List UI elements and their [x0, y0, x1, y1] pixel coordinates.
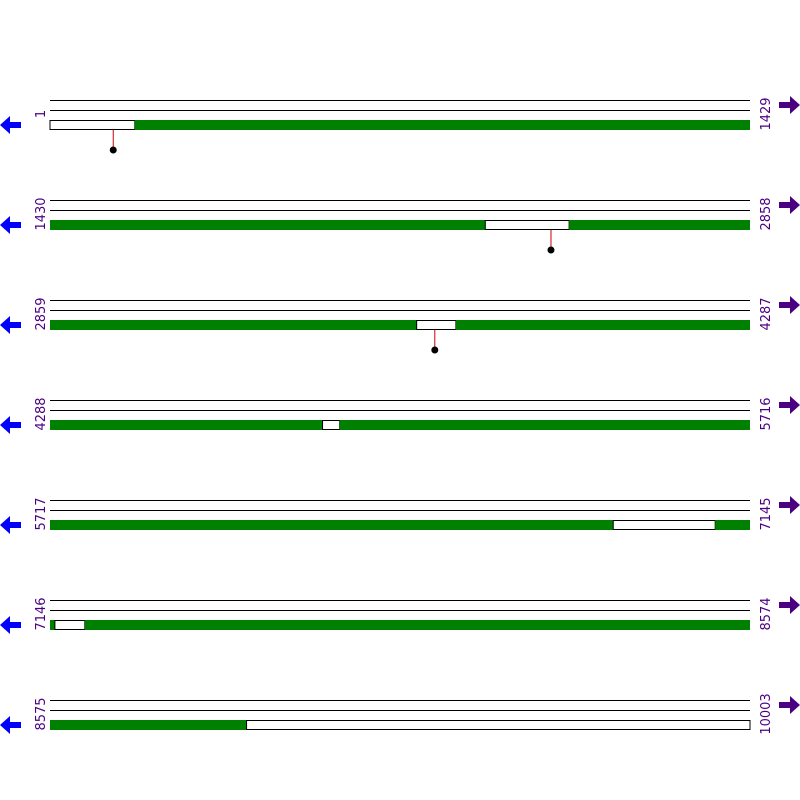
sequence-row: 4288 5716 [0, 396, 800, 434]
gap-segment [416, 320, 457, 330]
sequence-row: 2859 4287 [0, 296, 800, 354]
right-arrow-icon[interactable] [779, 296, 800, 314]
row-start-label: 8575 [34, 697, 49, 730]
feature-segment [50, 420, 323, 430]
left-arrow-icon[interactable] [0, 316, 21, 334]
row-start-label: 2859 [34, 297, 49, 330]
right-arrow-icon[interactable] [779, 396, 800, 414]
gap-segment [246, 720, 751, 730]
row-start-label: 1 [34, 110, 49, 118]
feature-segment [569, 220, 750, 230]
row-end-label: 5716 [759, 397, 774, 430]
left-arrow-icon[interactable] [0, 716, 21, 734]
row-start-label: 1430 [34, 197, 49, 230]
feature-segment [50, 320, 417, 330]
sequence-row: 7146 8574 [0, 596, 800, 634]
row-start-label: 4288 [34, 397, 49, 430]
left-arrow-icon[interactable] [0, 416, 21, 434]
row-start-label: 5717 [34, 497, 49, 530]
left-arrow-icon[interactable] [0, 116, 21, 134]
gap-segment [322, 420, 341, 430]
gap-segment [49, 120, 136, 130]
feature-segment [50, 520, 614, 530]
gap-segment [54, 620, 86, 630]
marker-dot[interactable] [547, 246, 555, 254]
feature-segment [134, 120, 750, 130]
row-start-label: 7146 [34, 597, 49, 630]
row-end-label: 10003 [759, 693, 774, 734]
feature-segment [50, 720, 247, 730]
marker-dot[interactable] [431, 346, 439, 354]
gap-segment [484, 220, 570, 230]
feature-segment [50, 220, 486, 230]
gap-segment [612, 520, 716, 530]
feature-segment [84, 620, 750, 630]
row-end-label: 2858 [759, 197, 774, 230]
left-arrow-icon[interactable] [0, 216, 21, 234]
feature-segment [339, 420, 750, 430]
right-arrow-icon[interactable] [779, 696, 800, 714]
feature-segment [715, 520, 750, 530]
row-end-label: 8574 [759, 597, 774, 630]
sequence-row: 5717 7145 [0, 496, 800, 534]
sequence-row: 1430 2858 [0, 196, 800, 254]
marker-dot[interactable] [109, 146, 117, 154]
row-end-label: 4287 [759, 297, 774, 330]
right-arrow-icon[interactable] [779, 96, 800, 114]
left-arrow-icon[interactable] [0, 616, 21, 634]
feature-segment [455, 320, 750, 330]
row-end-label: 1429 [759, 97, 774, 130]
row-end-label: 7145 [759, 497, 774, 530]
left-arrow-icon[interactable] [0, 516, 21, 534]
right-arrow-icon[interactable] [779, 496, 800, 514]
feature-segment [50, 620, 55, 630]
sequence-row: 8575 10003 [0, 693, 800, 735]
right-arrow-icon[interactable] [779, 596, 800, 614]
right-arrow-icon[interactable] [779, 196, 800, 214]
sequence-row: 1 1429 [0, 96, 800, 154]
